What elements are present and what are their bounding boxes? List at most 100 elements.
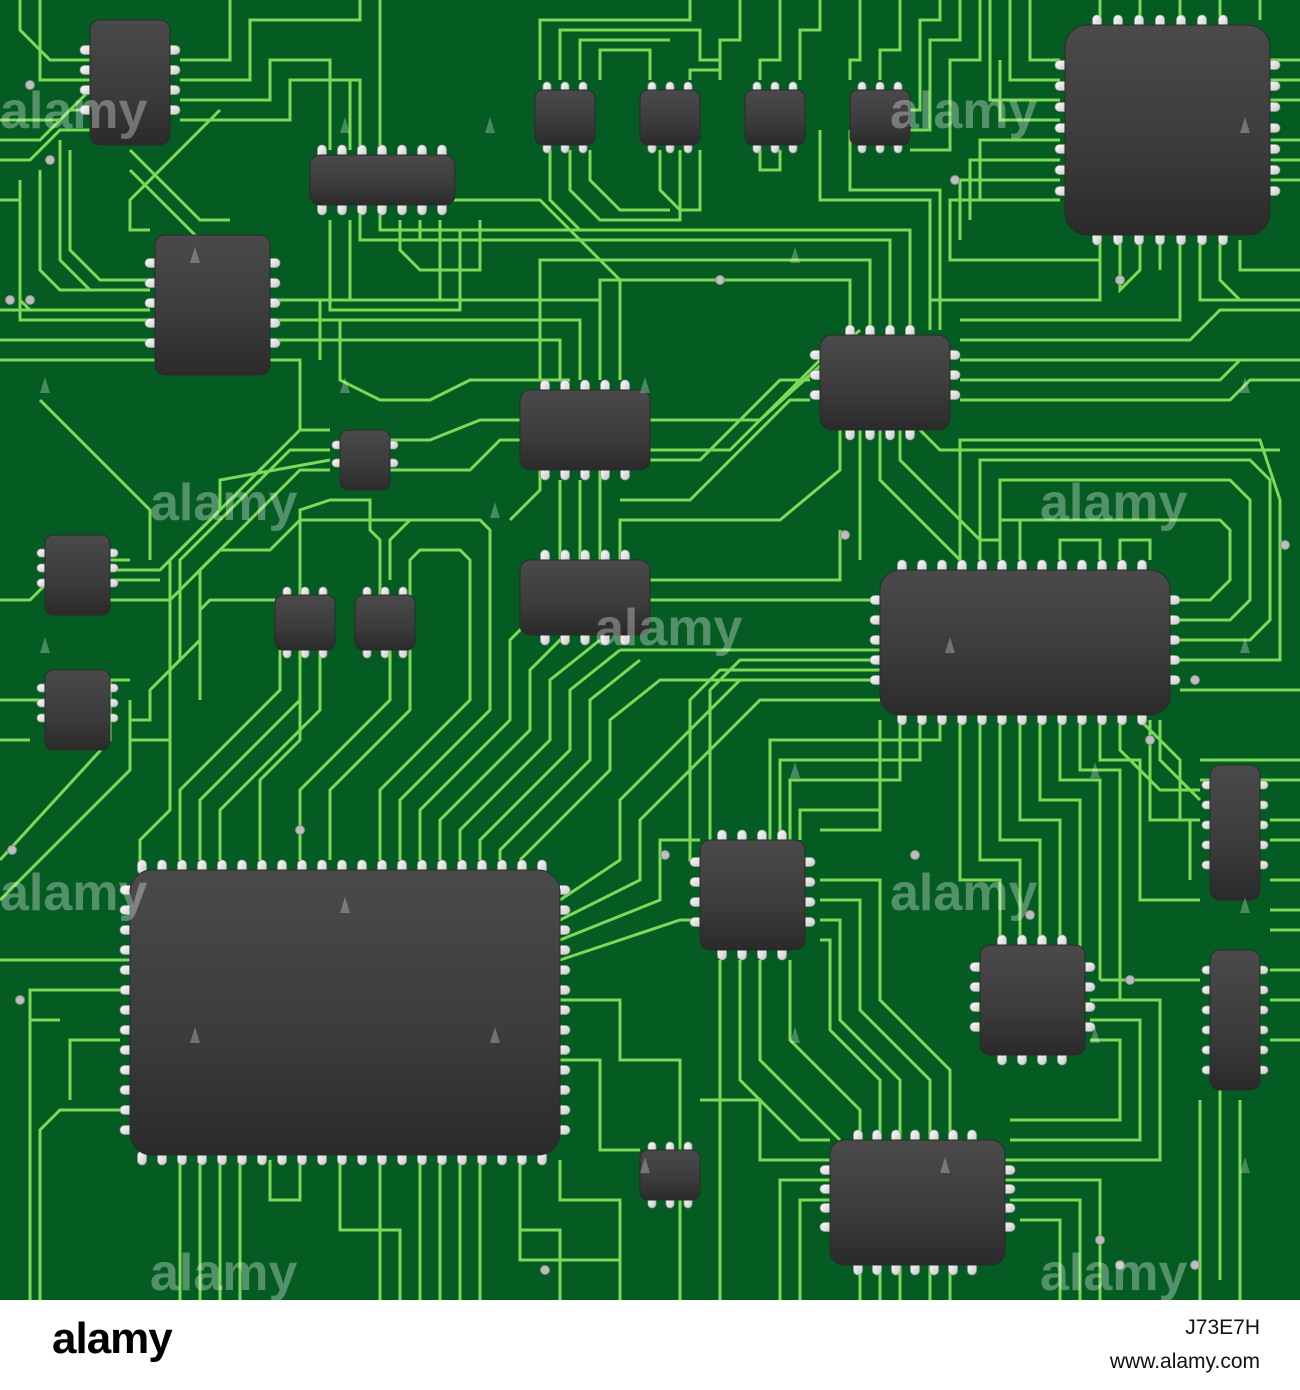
chip-body bbox=[154, 234, 271, 376]
trace bbox=[68, 1038, 120, 1100]
trace bbox=[388, 518, 492, 860]
watermark-mark bbox=[490, 502, 500, 518]
chip bbox=[1201, 949, 1269, 1091]
trace bbox=[1058, 720, 1102, 980]
trace bbox=[878, 0, 902, 80]
trace bbox=[798, 720, 882, 840]
via bbox=[1125, 975, 1135, 985]
watermark-mark bbox=[1240, 897, 1250, 913]
chip bbox=[819, 1129, 1016, 1276]
chip bbox=[744, 81, 806, 154]
via bbox=[1025, 910, 1035, 920]
trace bbox=[758, 960, 842, 1142]
trace bbox=[1008, 0, 1060, 82]
trace bbox=[818, 130, 932, 330]
watermark-text: alamy bbox=[890, 864, 1038, 922]
trace bbox=[960, 308, 1300, 342]
trace bbox=[618, 430, 842, 590]
chip-body bbox=[819, 334, 951, 431]
chip-body bbox=[44, 669, 111, 751]
trace bbox=[1238, 240, 1300, 272]
trace bbox=[1000, 1178, 1102, 1300]
watermark-mark bbox=[340, 117, 350, 133]
trace bbox=[1010, 1198, 1082, 1300]
watermark-text: alamy bbox=[1040, 474, 1188, 532]
trace bbox=[848, 0, 862, 80]
watermark-text: alamy bbox=[890, 82, 1038, 140]
watermark-mark bbox=[790, 1027, 800, 1043]
watermark-mark bbox=[1240, 377, 1250, 393]
trace bbox=[998, 720, 1042, 940]
trace bbox=[68, 150, 150, 282]
trace bbox=[38, 0, 90, 82]
trace bbox=[978, 720, 1022, 940]
watermark-mark bbox=[490, 1027, 500, 1043]
trace bbox=[300, 338, 562, 380]
chip bbox=[639, 81, 701, 154]
watermark-mark bbox=[790, 762, 800, 778]
trace bbox=[348, 220, 442, 302]
trace bbox=[559, 678, 880, 902]
trace bbox=[38, 170, 150, 292]
trace bbox=[28, 988, 120, 1300]
chip bbox=[519, 549, 651, 646]
chip bbox=[519, 379, 651, 481]
trace bbox=[948, 198, 1100, 262]
chip bbox=[36, 534, 119, 616]
trace bbox=[1148, 720, 1192, 880]
trace bbox=[848, 130, 942, 330]
trace bbox=[268, 1160, 302, 1202]
via bbox=[950, 175, 960, 185]
trace bbox=[1158, 720, 1202, 802]
via bbox=[1115, 1260, 1125, 1270]
chip-body bbox=[89, 19, 171, 146]
trace bbox=[560, 998, 682, 1300]
chips bbox=[36, 14, 1281, 1276]
watermark-mark bbox=[40, 377, 50, 393]
trace bbox=[538, 0, 692, 80]
chip-body bbox=[309, 154, 456, 206]
via bbox=[25, 295, 35, 305]
chip-body bbox=[639, 1149, 701, 1201]
watermark-mark bbox=[1090, 762, 1100, 778]
via bbox=[840, 530, 850, 540]
via bbox=[1095, 1235, 1105, 1245]
trace bbox=[758, 150, 782, 172]
trace bbox=[1018, 720, 1062, 940]
trace bbox=[910, 0, 982, 152]
watermark-mark bbox=[945, 637, 955, 653]
chip-body bbox=[339, 429, 391, 491]
via bbox=[15, 995, 25, 1005]
watermark-mark bbox=[1240, 1157, 1250, 1173]
chip bbox=[309, 144, 456, 216]
watermark-mark bbox=[40, 637, 50, 653]
trace bbox=[798, 0, 822, 80]
trace bbox=[1028, 0, 1060, 62]
trace bbox=[1038, 720, 1082, 960]
trace bbox=[910, 0, 962, 132]
chip bbox=[274, 586, 336, 659]
trace bbox=[1078, 720, 1122, 1000]
trace bbox=[328, 548, 472, 860]
chip bbox=[969, 934, 1096, 1066]
trace bbox=[930, 240, 1102, 302]
trace bbox=[1198, 240, 1300, 302]
trace bbox=[0, 128, 95, 162]
trace bbox=[128, 108, 222, 232]
watermark-mark bbox=[1090, 1027, 1100, 1043]
via bbox=[1115, 275, 1125, 285]
trace bbox=[960, 240, 1182, 322]
chip bbox=[354, 586, 416, 659]
chip-body bbox=[519, 389, 651, 471]
via bbox=[5, 295, 15, 305]
chip-body bbox=[129, 869, 561, 1156]
via bbox=[1190, 675, 1200, 685]
trace bbox=[798, 1198, 830, 1300]
footer-image-id: J73E7H bbox=[1185, 1316, 1260, 1339]
chip bbox=[144, 234, 281, 376]
trace bbox=[38, 1108, 130, 1300]
chip-body bbox=[849, 89, 911, 146]
trace bbox=[559, 838, 700, 942]
chip-body bbox=[519, 559, 651, 636]
trace bbox=[1118, 240, 1142, 294]
